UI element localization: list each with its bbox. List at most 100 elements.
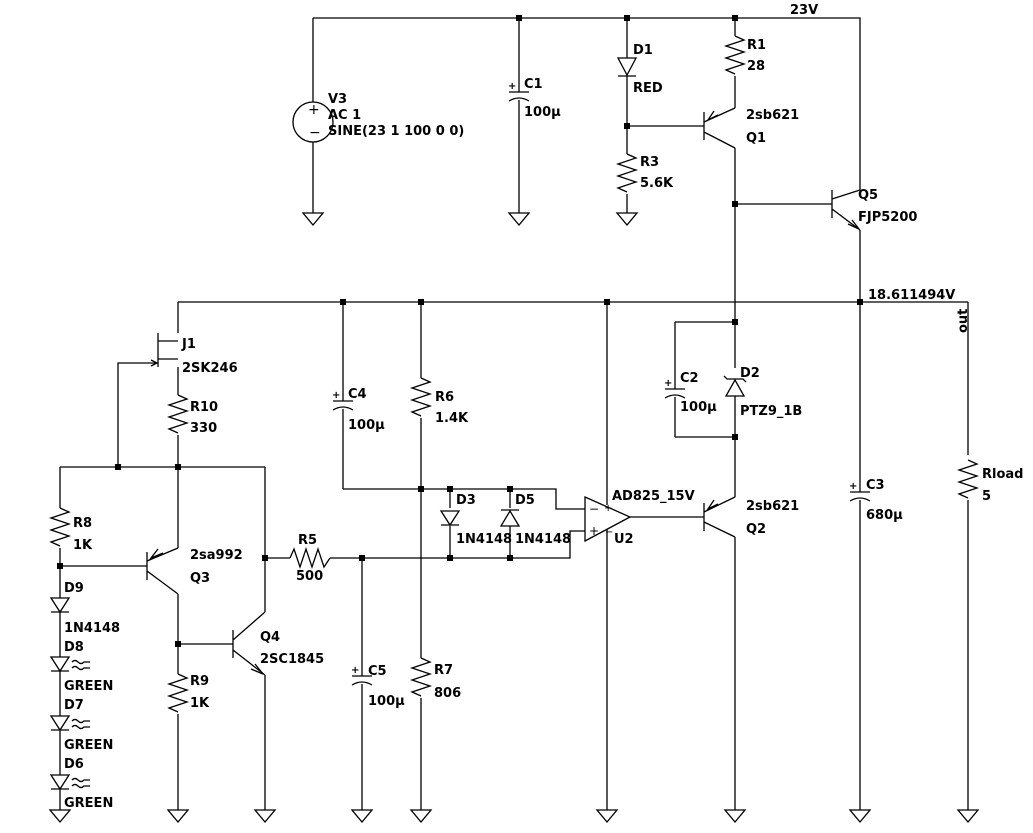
d6-value: GREEN bbox=[64, 796, 113, 811]
ground-symbol bbox=[595, 809, 619, 824]
c2-value: 100µ bbox=[680, 400, 717, 415]
d5-value: 1N4148 bbox=[515, 532, 571, 547]
resistor-r3: R3 5.6K bbox=[615, 153, 674, 193]
r10-ref: R10 bbox=[190, 400, 218, 415]
u2-ref: U2 bbox=[614, 532, 634, 547]
d9-value: 1N4148 bbox=[64, 621, 120, 636]
capacitor-c5: + C5 100µ bbox=[351, 664, 405, 709]
d7-value: GREEN bbox=[64, 738, 113, 753]
d5-ref: D5 bbox=[515, 493, 535, 508]
capacitor-c3: + C3 680µ bbox=[849, 478, 903, 523]
c1-value: 100µ bbox=[524, 105, 561, 120]
r8-value: 1K bbox=[73, 538, 93, 553]
supply-net-label: 23V bbox=[790, 3, 818, 18]
q4-ref: Q4 bbox=[260, 630, 280, 645]
d2-ref: D2 bbox=[740, 366, 760, 381]
c4-value: 100µ bbox=[348, 418, 385, 433]
rload-ref: Rload bbox=[982, 467, 1023, 482]
r1-ref: R1 bbox=[747, 38, 766, 53]
diode-d5: D5 1N4148 bbox=[499, 493, 571, 547]
d1-value: RED bbox=[633, 81, 663, 96]
r6-value: 1.4K bbox=[435, 411, 469, 426]
c2-ref: C2 bbox=[680, 371, 699, 386]
led-d7: D7 GREEN bbox=[49, 698, 113, 753]
r9-value: 1K bbox=[190, 696, 210, 711]
q3-value: 2sa992 bbox=[190, 548, 243, 563]
svg-text:+: + bbox=[351, 665, 359, 676]
c3-ref: C3 bbox=[866, 478, 885, 493]
svg-text:−: − bbox=[605, 527, 613, 538]
d3-ref: D3 bbox=[456, 493, 476, 508]
q1-value: 2sb621 bbox=[746, 108, 799, 123]
transistor-q2: 2sb621 Q2 bbox=[703, 496, 799, 538]
svg-text:+: + bbox=[604, 503, 612, 514]
svg-text:+: + bbox=[508, 81, 516, 92]
r7-ref: R7 bbox=[434, 663, 453, 678]
svg-text:+: + bbox=[589, 524, 599, 538]
ground-symbol bbox=[723, 809, 747, 824]
j1-ref: J1 bbox=[181, 337, 196, 352]
resistor-r10: R10 330 bbox=[166, 394, 218, 436]
d8-ref: D8 bbox=[64, 640, 84, 655]
v3-sine-label: SINE(23 1 100 0 0) bbox=[328, 124, 464, 139]
diode-d3: D3 1N4148 bbox=[439, 493, 512, 547]
ground-symbol bbox=[956, 809, 980, 824]
svg-text:−: − bbox=[589, 502, 599, 516]
svg-text:−: − bbox=[309, 125, 321, 141]
transistor-q3: 2sa992 Q3 bbox=[146, 547, 243, 595]
output-voltage-label: 18.611494V bbox=[868, 288, 955, 303]
r3-ref: R3 bbox=[640, 155, 659, 170]
d7-ref: D7 bbox=[64, 698, 84, 713]
resistor-r9: R9 1K bbox=[166, 673, 210, 713]
jfet-j1: J1 2SK246 bbox=[150, 333, 238, 376]
diode-d9: D9 1N4148 bbox=[49, 581, 120, 636]
ground-symbol bbox=[507, 212, 531, 227]
resistor-r1: R1 28 bbox=[723, 35, 766, 75]
svg-text:+: + bbox=[664, 378, 672, 389]
q4-value: 2SC1845 bbox=[260, 652, 324, 667]
q5-ref: Q5 bbox=[858, 188, 878, 203]
c5-value: 100µ bbox=[368, 694, 405, 709]
rload-value: 5 bbox=[982, 489, 991, 504]
transistor-q5: Q5 FJP5200 bbox=[831, 188, 917, 231]
led-d6: D6 GREEN bbox=[49, 757, 113, 811]
svg-text:+: + bbox=[332, 390, 340, 401]
ground-symbol bbox=[48, 809, 72, 824]
transistor-q4: Q4 2SC1845 bbox=[232, 611, 324, 676]
svg-text:+: + bbox=[849, 481, 857, 492]
u2-value: AD825_15V bbox=[612, 489, 695, 504]
zener-d2: D2 PTZ9_1B bbox=[723, 366, 802, 419]
capacitor-c1: + C1 100µ bbox=[508, 77, 561, 120]
svg-text:+: + bbox=[308, 102, 320, 118]
d6-ref: D6 bbox=[64, 757, 84, 772]
ground-symbol bbox=[166, 809, 190, 824]
resistor-r5: R5 500 bbox=[289, 533, 331, 584]
c3-value: 680µ bbox=[866, 508, 903, 523]
c5-ref: C5 bbox=[368, 664, 387, 679]
diode-d1: D1 RED bbox=[616, 43, 663, 96]
q2-value: 2sb621 bbox=[746, 499, 799, 514]
q5-value: FJP5200 bbox=[858, 210, 917, 225]
ground-symbol bbox=[350, 809, 374, 824]
r7-value: 806 bbox=[434, 686, 461, 701]
voltage-source-v3: + − V3 AC 1 SINE(23 1 100 0 0) bbox=[292, 92, 464, 143]
ground-symbol bbox=[615, 212, 639, 227]
d9-ref: D9 bbox=[64, 581, 84, 596]
resistor-r8: R8 1K bbox=[48, 507, 93, 553]
ground-symbol bbox=[848, 809, 872, 824]
ground-symbol bbox=[301, 212, 325, 227]
d2-value: PTZ9_1B bbox=[740, 404, 802, 419]
transistor-q1: 2sb621 Q1 bbox=[703, 107, 799, 149]
r1-value: 28 bbox=[747, 59, 765, 74]
ground-symbols bbox=[48, 212, 980, 824]
opamp-u2: − + + − AD825_15V U2 bbox=[584, 489, 695, 547]
r8-ref: R8 bbox=[73, 516, 92, 531]
ground-symbol bbox=[409, 809, 433, 824]
d8-value: GREEN bbox=[64, 679, 113, 694]
r10-value: 330 bbox=[190, 421, 217, 436]
output-net-label: out bbox=[956, 309, 971, 333]
r9-ref: R9 bbox=[190, 674, 209, 689]
led-d8: D8 GREEN bbox=[49, 640, 113, 694]
c4-ref: C4 bbox=[348, 387, 367, 402]
